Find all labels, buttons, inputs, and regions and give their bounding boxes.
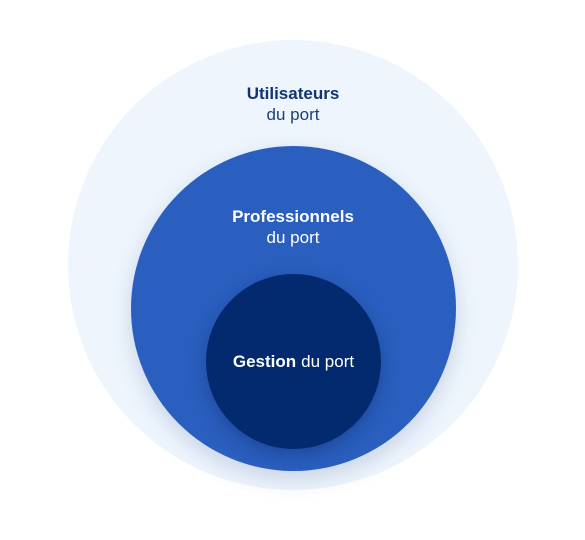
inner-circle-title: Gestion (232, 352, 297, 371)
middle-circle-title: Professionnels (232, 207, 354, 226)
outer-circle-title: Utilisateurs (246, 84, 340, 103)
outer-circle-label: Utilisateurs du port (193, 83, 393, 125)
outer-circle-subtitle: du port (266, 105, 320, 124)
middle-circle-subtitle: du port (266, 228, 320, 247)
inner-circle-subtitle: du port (301, 352, 355, 371)
middle-circle-label: Professionnels du port (193, 206, 393, 248)
inner-circle-gestion (206, 274, 381, 449)
